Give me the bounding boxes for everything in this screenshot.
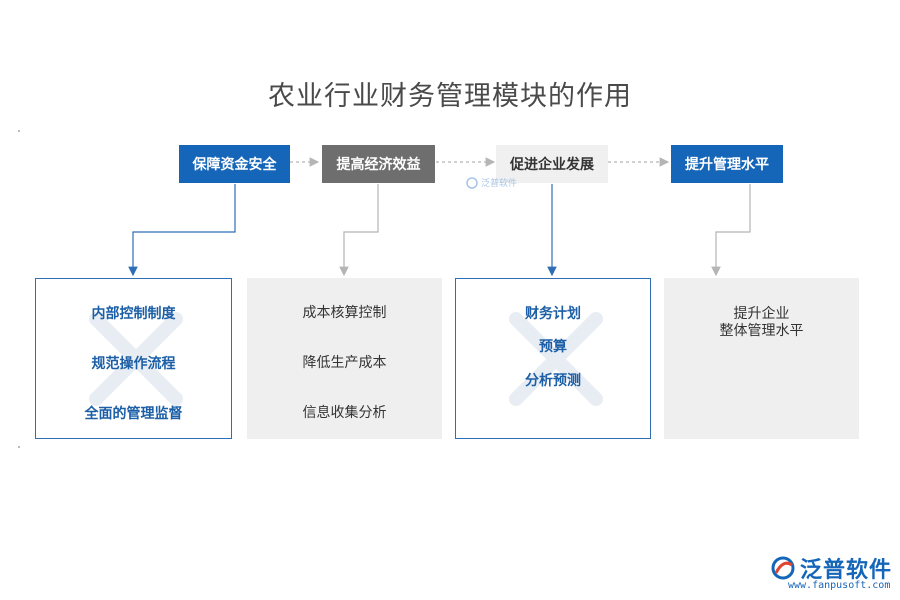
edge-mark — [18, 446, 20, 448]
diagram-title: 农业行业财务管理模块的作用 — [268, 81, 632, 112]
tools-watermark-icon — [509, 312, 603, 406]
panel-3: 财务计划 预算 分析预测 — [455, 278, 651, 439]
panel-1-item-2: 规范操作流程 — [91, 356, 176, 372]
panel-4: 提升企业 整体管理水平 — [664, 278, 859, 439]
panel-3-item-2: 预算 — [539, 339, 567, 355]
panel-2-item-2: 降低生产成本 — [302, 355, 387, 371]
connector-1 — [128, 184, 236, 277]
top-box-1: 保障资金安全 — [179, 145, 290, 183]
panel-3-item-3: 分析预测 — [525, 373, 581, 389]
connector-4 — [711, 184, 751, 277]
panel-3-item-1: 财务计划 — [525, 306, 581, 322]
brand-logo-icon — [771, 556, 795, 580]
watermark: 泛普软件 — [466, 176, 517, 189]
brand-name: 泛普软件 — [800, 558, 893, 583]
panel-2-item-3: 信息收集分析 — [302, 405, 387, 421]
panel-1: 内部控制制度 规范操作流程 全面的管理监督 — [35, 278, 232, 439]
connector-2 — [339, 184, 379, 277]
top-box-2: 提高经济效益 — [322, 145, 435, 183]
top-box-4: 提升管理水平 — [671, 145, 783, 183]
edge-mark — [18, 130, 20, 132]
panel-2-item-1: 成本核算控制 — [302, 305, 387, 321]
panel-4-item-1: 提升企业 — [733, 306, 790, 322]
top-box-3: 促进企业发展 — [496, 145, 608, 183]
watermark-logo-icon — [466, 176, 478, 189]
brand-logo: 泛普软件 — [770, 552, 892, 584]
tools-watermark-icon — [89, 312, 183, 406]
panel-1-item-3: 全面的管理监督 — [84, 406, 183, 422]
panel-1-item-1: 内部控制制度 — [91, 306, 176, 322]
panel-2: 成本核算控制 降低生产成本 信息收集分析 — [247, 278, 442, 439]
panel-4-item-2: 整体管理水平 — [719, 323, 804, 339]
watermark-text: 泛普软件 — [481, 179, 518, 189]
brand-url: www.fanpusoft.com — [788, 580, 891, 591]
